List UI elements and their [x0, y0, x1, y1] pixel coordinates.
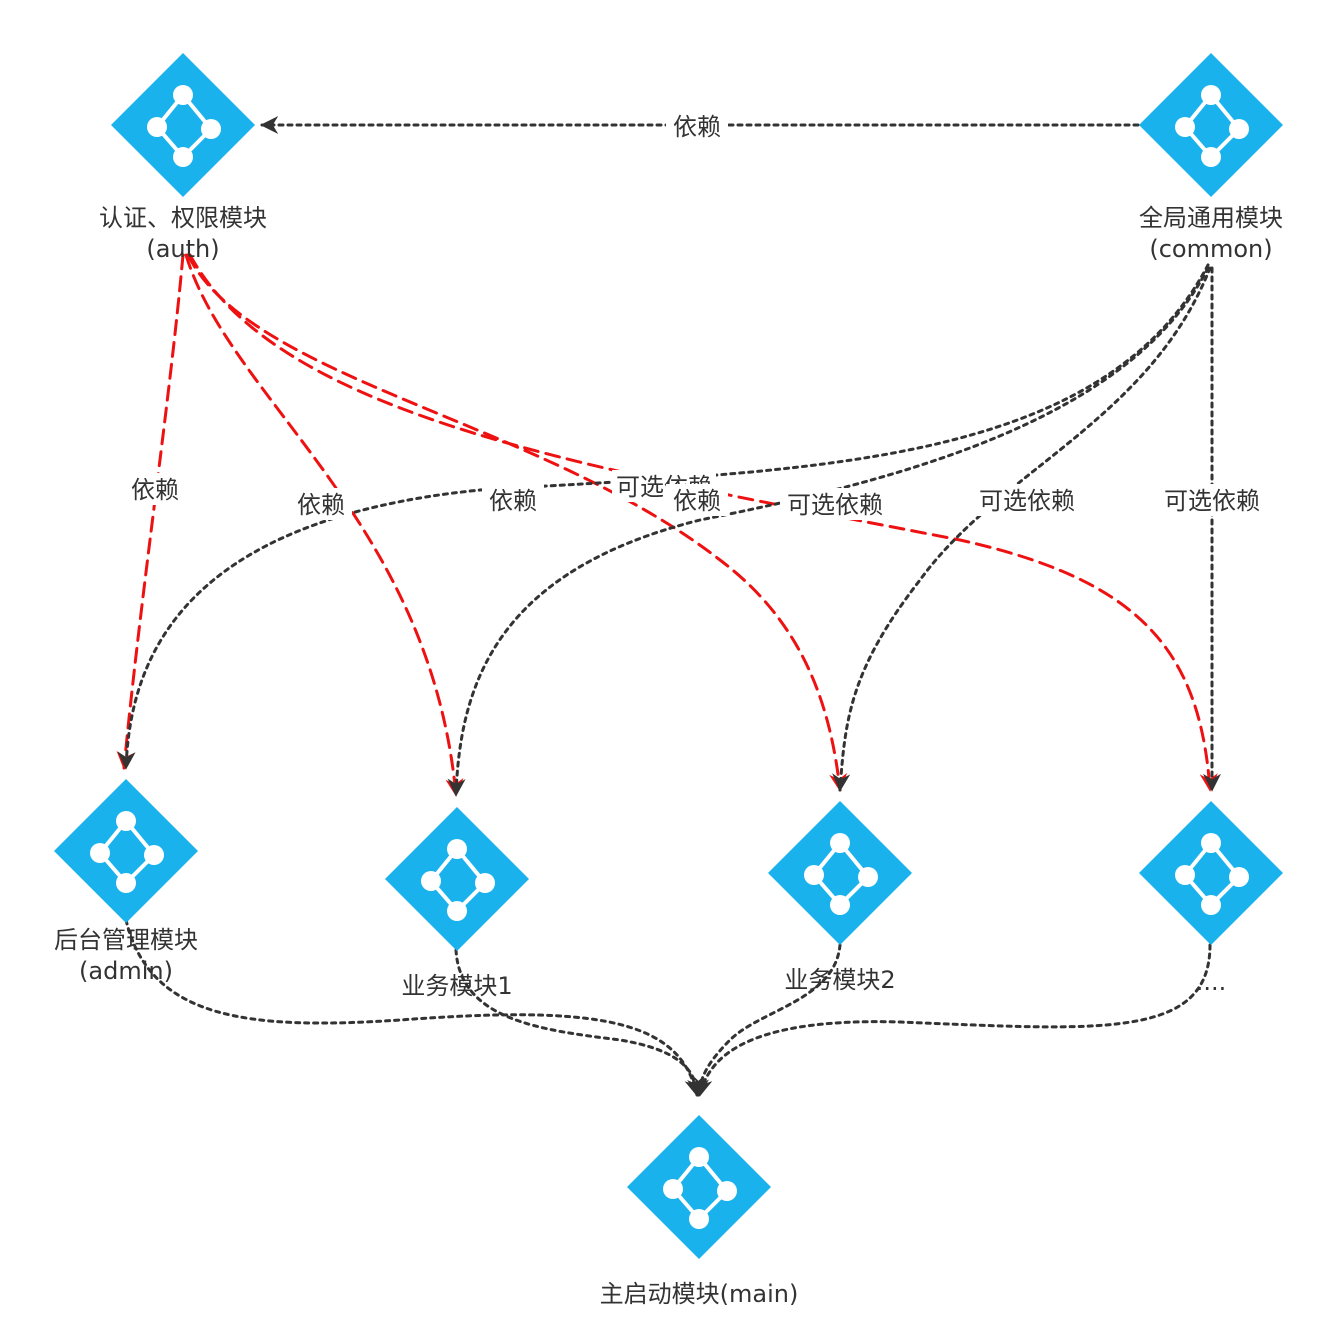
node-biz1-title: 业务模块1	[401, 972, 512, 1000]
edge-label-common-biz1: 可选依赖	[780, 488, 890, 520]
edge-common-to-biz1	[447, 266, 1210, 797]
node-main[interactable]: 主启动模块(main)	[600, 1115, 799, 1308]
module-diamond-icon	[1139, 801, 1283, 945]
svg-text:依赖: 依赖	[297, 491, 345, 519]
node-common-title: 全局通用模块	[1139, 204, 1283, 232]
edge-common-to-admin	[117, 263, 1210, 770]
node-auth-subtitle: (auth)	[146, 235, 219, 263]
svg-text:可选依赖: 可选依赖	[1164, 487, 1260, 515]
edge-label-common-auth: 依赖	[666, 110, 728, 142]
edge-auth-to-admin	[116, 253, 185, 770]
node-main-title: 主启动模块(main)	[600, 1280, 799, 1308]
edge-more-to-main	[694, 943, 1212, 1097]
svg-text:依赖: 依赖	[489, 487, 537, 515]
module-diamond-icon	[768, 801, 912, 945]
module-diamond-icon	[385, 807, 529, 951]
edge-admin-to-main	[124, 918, 703, 1097]
node-biz2-title: 业务模块2	[784, 966, 895, 994]
module-diamond-icon	[1139, 53, 1283, 197]
svg-text:可选依赖: 可选依赖	[787, 491, 883, 519]
module-diamond-icon	[54, 779, 198, 923]
svg-text:依赖: 依赖	[673, 487, 721, 515]
edge-label-common-biz2: 可选依赖	[972, 484, 1082, 516]
node-auth-title: 认证、权限模块	[99, 204, 267, 232]
edge-label-common-more: 可选依赖	[1157, 484, 1267, 516]
edge-auth-to-more	[188, 253, 1218, 792]
edge-label-auth-biz1: 依赖	[290, 488, 352, 520]
module-diamond-icon	[111, 53, 255, 197]
edge-biz1-to-main	[454, 948, 705, 1097]
svg-text:可选依赖: 可选依赖	[979, 487, 1075, 515]
node-admin[interactable]: 后台管理模块 (admin)	[54, 779, 198, 985]
module-diamond-icon	[627, 1115, 771, 1259]
edge-label-auth-more: 依赖	[666, 484, 728, 516]
edge-common-to-biz2	[832, 266, 1212, 792]
edge-biz2-to-main	[691, 943, 842, 1097]
svg-text:依赖: 依赖	[673, 113, 721, 141]
node-admin-subtitle: (admin)	[79, 957, 173, 985]
node-more-title: ....	[1196, 968, 1227, 996]
edge-label-auth-biz2: 依赖	[482, 484, 544, 516]
node-common-subtitle: (common)	[1149, 235, 1272, 263]
node-biz2[interactable]: 业务模块2	[768, 801, 912, 994]
svg-text:依赖: 依赖	[131, 476, 179, 504]
edge-auth-to-biz1	[184, 253, 464, 797]
edge-label-auth-admin: 依赖	[124, 473, 186, 505]
node-admin-title: 后台管理模块	[54, 926, 198, 954]
node-common[interactable]: 全局通用模块 (common)	[1139, 53, 1283, 263]
edge-auth-to-biz2	[186, 253, 848, 792]
node-biz1[interactable]: 业务模块1	[385, 807, 529, 1000]
node-more[interactable]: ....	[1139, 801, 1283, 996]
node-auth[interactable]: 认证、权限模块 (auth)	[99, 53, 267, 263]
